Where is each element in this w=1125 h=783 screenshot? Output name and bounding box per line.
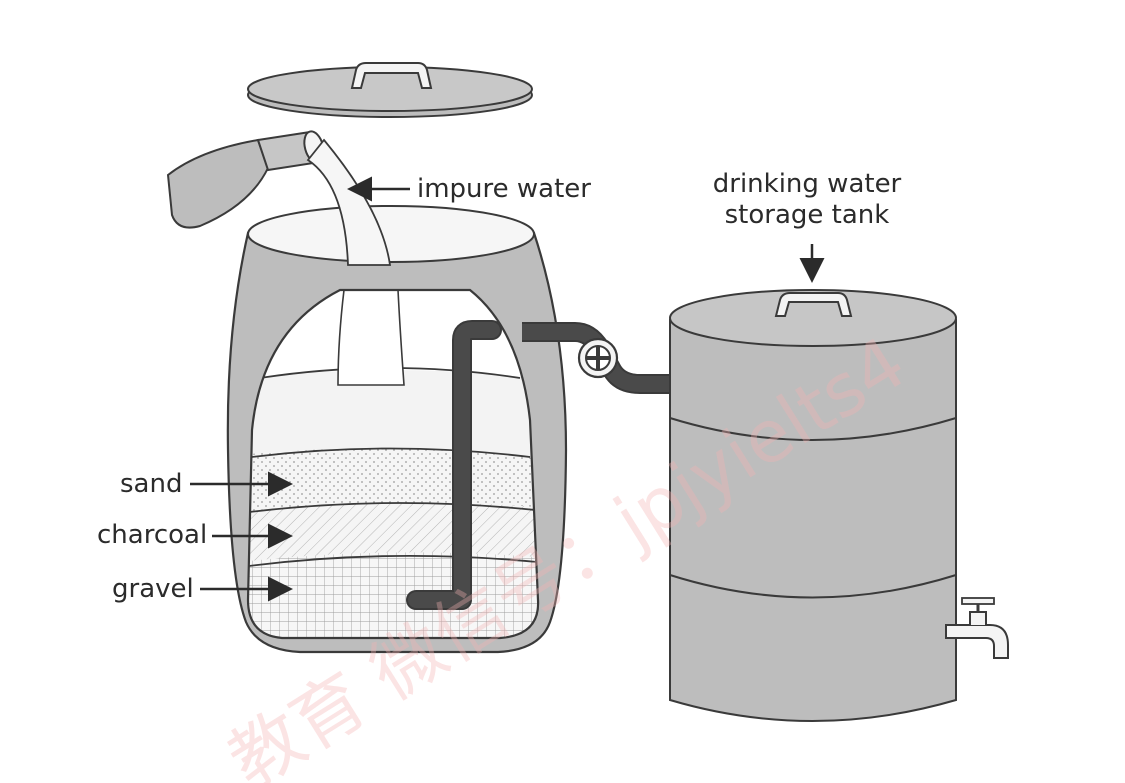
label-storage-tank: drinking water storage tank — [713, 169, 902, 283]
label-charcoal: charcoal — [97, 520, 293, 550]
lid-handle — [350, 62, 433, 89]
outlet-pipe — [406, 320, 700, 610]
tank-lid-handle — [774, 292, 853, 317]
storage-tank — [669, 289, 1009, 722]
label-charcoal-text: charcoal — [97, 520, 207, 550]
label-sand-text: sand — [120, 469, 182, 499]
label-storage-tank-line2: storage tank — [725, 200, 890, 230]
label-impure-water: impure water — [347, 174, 591, 204]
impure-water-stream — [306, 138, 392, 266]
label-gravel: gravel — [112, 574, 293, 604]
barrel-opening — [247, 205, 535, 263]
label-gravel-text: gravel — [112, 574, 194, 604]
label-sand: sand — [120, 469, 293, 499]
tap-icon — [945, 597, 1009, 659]
gravel-layer — [248, 552, 539, 638]
filter-lid — [247, 62, 533, 118]
cutaway-outline — [246, 288, 540, 640]
sand-layer — [248, 448, 539, 515]
label-storage-tank-line1: drinking water — [713, 169, 902, 199]
label-impure-water-text: impure water — [417, 174, 591, 204]
barrel-cutaway — [248, 290, 539, 638]
valve-icon — [577, 337, 619, 379]
charcoal-layer — [248, 502, 539, 565]
